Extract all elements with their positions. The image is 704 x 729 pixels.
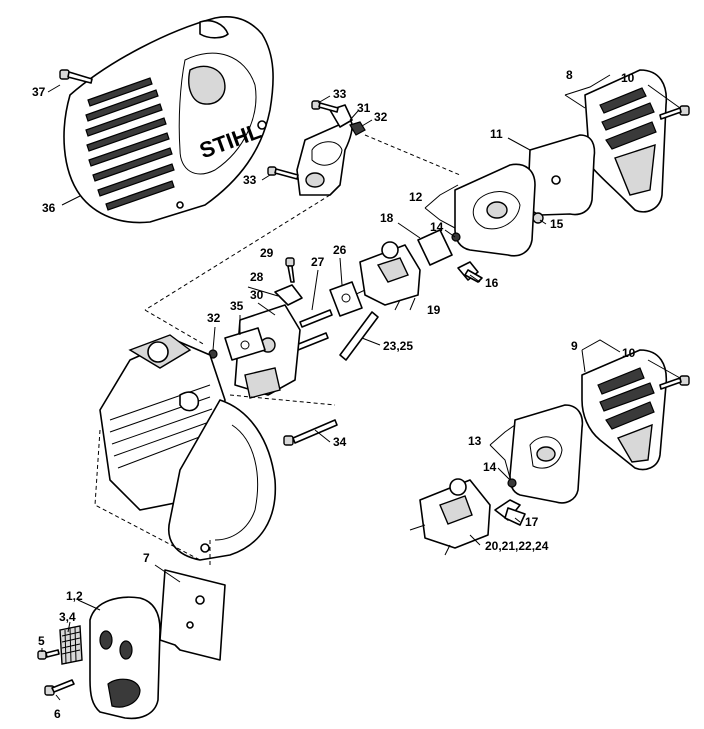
gasket-26 (329, 281, 363, 317)
screw-33b (267, 166, 299, 180)
label-11: 11 (490, 127, 503, 141)
filter-base-13 (509, 404, 584, 504)
nut-32a (349, 121, 366, 136)
nut-14a (451, 232, 461, 242)
label-32-left: 32 (207, 311, 221, 325)
label-6: 6 (54, 707, 61, 721)
label-35: 35 (230, 299, 244, 313)
heat-shield-7 (159, 569, 226, 661)
gasket-18 (417, 229, 453, 266)
label-37: 37 (32, 85, 46, 99)
stud-27 (295, 309, 333, 351)
screw-37 (59, 69, 93, 84)
carburetor-19 (351, 241, 421, 311)
engine-shroud: STIHL (63, 16, 274, 224)
label-32-top: 32 (374, 110, 388, 124)
label-33-left: 33 (243, 173, 257, 187)
label-34: 34 (333, 435, 347, 449)
air-filter-cover-lower (581, 349, 668, 471)
fuel-pump-housing (296, 104, 353, 196)
filter-base-12 (454, 163, 536, 257)
nut-14b (507, 478, 517, 488)
choke-knob-16 (457, 261, 483, 283)
label-31: 31 (357, 101, 371, 115)
label-14-lower: 14 (483, 460, 497, 474)
label-33-top: 33 (333, 87, 347, 101)
label-10-top: 10 (621, 71, 635, 85)
crankcase-housing (168, 399, 277, 561)
spark-screen-3-4 (59, 625, 83, 665)
screw-10a (659, 105, 690, 120)
label-14-top: 14 (430, 220, 444, 234)
bolt-34 (283, 419, 338, 446)
assembly-guide-lines (94, 134, 461, 565)
screw-33a (311, 100, 339, 113)
label-7: 7 (143, 551, 150, 565)
leader-lines (41, 74, 681, 701)
fuel-hose-23-25 (339, 311, 379, 361)
label-20-24: 20,21,22,24 (485, 539, 549, 553)
choke-lever-17 (494, 499, 526, 526)
manifold-30 (234, 304, 301, 399)
carburetor-20-24 (409, 478, 491, 556)
label-17: 17 (525, 515, 539, 529)
label-13: 13 (468, 434, 482, 448)
label-23-25: 23,25 (383, 339, 413, 353)
part-number-labels: 37 36 33 31 32 33 8 10 11 12 14 15 18 29… (32, 68, 636, 721)
label-28: 28 (250, 270, 264, 284)
label-27: 27 (311, 255, 325, 269)
label-18: 18 (380, 211, 394, 225)
label-5: 5 (38, 634, 45, 648)
screw-10b (659, 375, 690, 390)
label-15: 15 (550, 217, 564, 231)
screw-6 (44, 679, 75, 696)
air-filter-cover-upper (584, 69, 668, 213)
air-filter-11 (527, 134, 596, 216)
label-9: 9 (571, 339, 578, 353)
label-19: 19 (427, 303, 441, 317)
label-36: 36 (42, 201, 56, 215)
gasket-35 (224, 327, 266, 361)
label-8: 8 (566, 68, 573, 82)
label-12: 12 (409, 190, 423, 204)
label-26: 26 (333, 243, 347, 257)
muffler-1-2 (89, 596, 161, 720)
label-30: 30 (250, 288, 264, 302)
shroud-cooling-slots (85, 77, 175, 211)
label-16: 16 (485, 276, 499, 290)
screw-5 (37, 649, 60, 660)
label-1-2: 1,2 (66, 589, 83, 603)
label-3-4: 3,4 (59, 610, 76, 624)
label-10-lower: 10 (622, 346, 636, 360)
label-29: 29 (260, 246, 274, 260)
intake-flange-28 (274, 257, 303, 306)
